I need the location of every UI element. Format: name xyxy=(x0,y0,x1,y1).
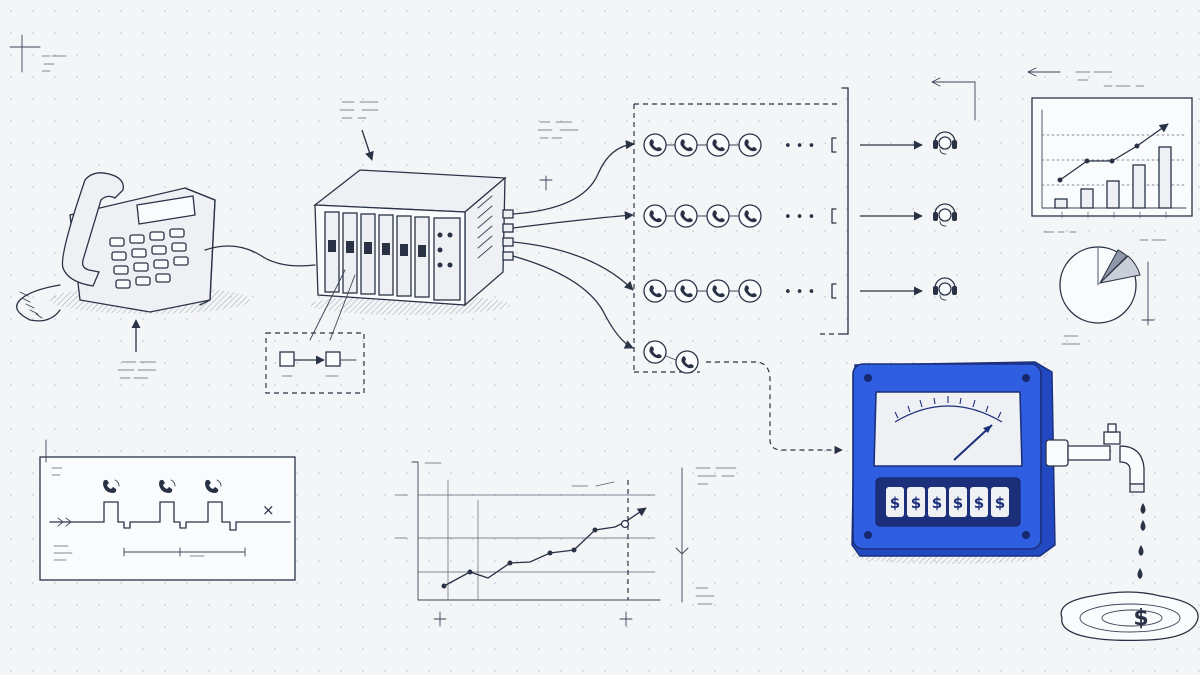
call-queue-row-3: • • • xyxy=(643,279,923,303)
pbx-detail-inset xyxy=(265,269,365,394)
call-routing-lines xyxy=(512,140,635,349)
counter-digit: $ xyxy=(974,494,984,512)
growth-bar-chart-sketch xyxy=(1027,67,1193,219)
water-faucet-icon xyxy=(1045,423,1145,493)
pbx-switch-icon xyxy=(310,169,514,315)
counter-digit: $ xyxy=(890,494,900,512)
dollar-drop-icon xyxy=(1137,503,1146,579)
money-puddle: $ xyxy=(1060,591,1199,642)
phone-keypad xyxy=(109,228,189,289)
counter-digit: $ xyxy=(911,494,921,512)
cost-trend-line-chart xyxy=(394,461,737,627)
utility-meter-icon: $ $ $ $ $ $ xyxy=(850,361,1056,564)
agent-callout xyxy=(931,77,976,121)
call-ring-icon xyxy=(103,479,120,493)
pbx-line-cards xyxy=(324,211,461,301)
corner-scribble-note xyxy=(41,55,67,72)
phone-scribble-note xyxy=(117,361,157,379)
call-ring-icon xyxy=(205,479,222,493)
queue-ellipsis: • • • xyxy=(784,139,815,154)
call-queue-row-2: • • • xyxy=(643,204,923,228)
queue-ellipsis: • • • xyxy=(784,210,815,225)
pie-chart-sketch xyxy=(1043,231,1167,345)
meter-dollar-counter: $ $ $ $ $ $ xyxy=(875,477,1021,527)
call-queue-overflow-row xyxy=(643,340,843,455)
pbx-vent-grille xyxy=(477,195,493,259)
pbx-output-ports xyxy=(502,209,514,261)
meter-gauge xyxy=(873,391,1023,467)
pbx-callout xyxy=(339,101,379,161)
corner-crosshair-mark xyxy=(9,34,41,73)
queue-ellipsis: • • • xyxy=(784,285,815,300)
puddle-dollar-sign: $ xyxy=(1133,606,1148,631)
counter-digit: $ xyxy=(953,494,963,512)
call-signal-panel: × xyxy=(39,439,296,581)
agent-headset-3 xyxy=(932,277,958,301)
routing-callout xyxy=(537,121,579,191)
counter-digit: $ xyxy=(995,494,1005,512)
agent-headset-2 xyxy=(932,203,958,227)
call-queue-row-1: • • • xyxy=(643,133,923,157)
counter-digit: $ xyxy=(932,494,942,512)
desk-phone-icon xyxy=(16,172,316,322)
call-queue-group xyxy=(633,87,849,373)
call-dropped-mark: × xyxy=(262,501,275,519)
call-ring-icon xyxy=(159,479,176,493)
agent-headset-1 xyxy=(932,131,958,155)
